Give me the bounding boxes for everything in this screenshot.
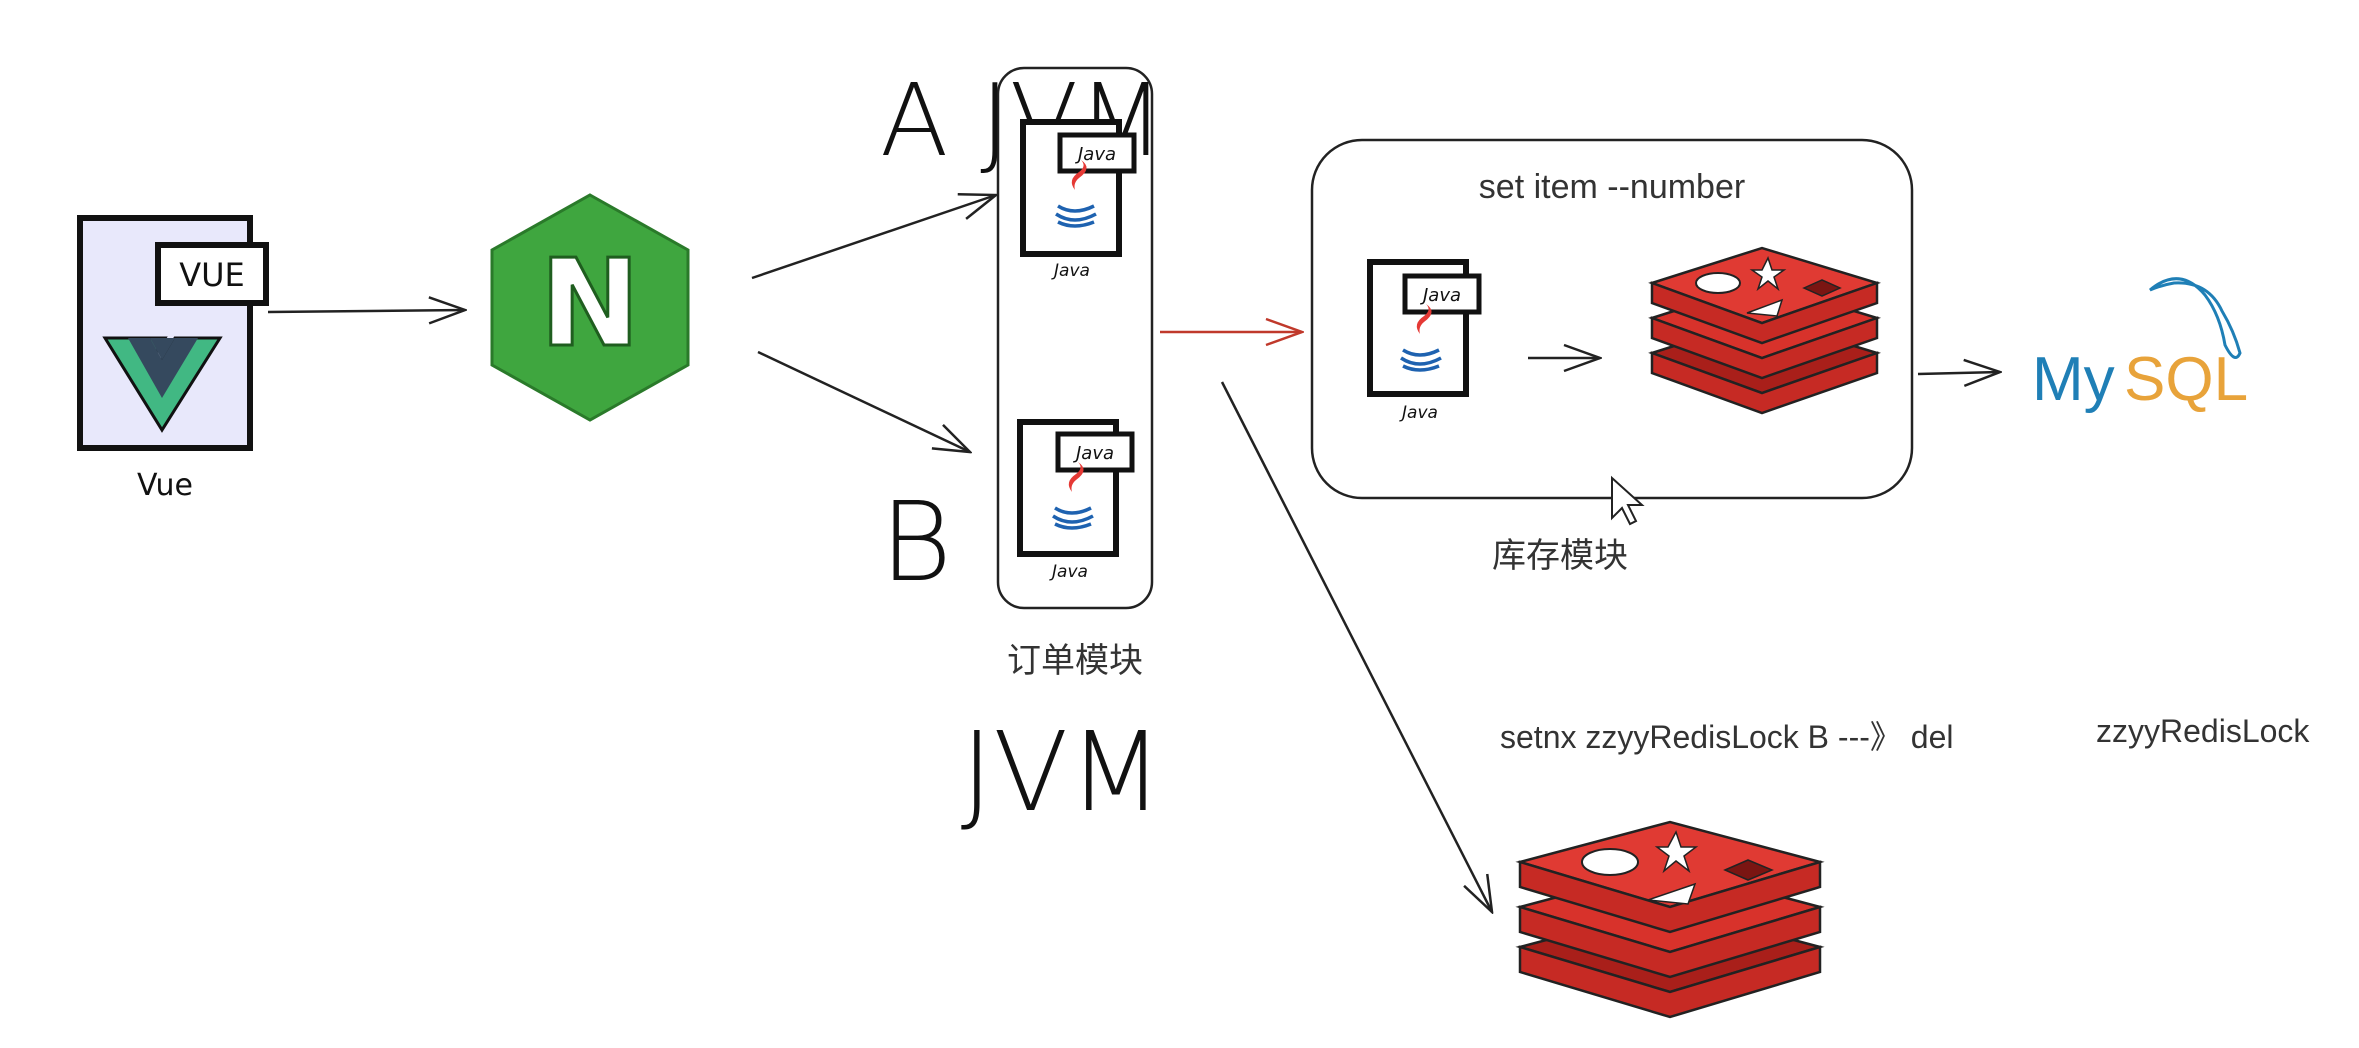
nginx-letter: N [540, 235, 640, 374]
mysql-my-text: My [2032, 345, 2115, 414]
java-badge-text-b: Java [1073, 443, 1114, 464]
inventory-module: set item --number Java Java 库存模块 [1310, 138, 1914, 575]
order-module: A JVM Java Java Java Java A B 订单模块 [880, 62, 1164, 836]
mouse-cursor-icon [1611, 475, 1645, 526]
java-caption-b: Java [1049, 562, 1088, 582]
arrow-redis-to-mysql [1917, 372, 2000, 374]
mysql-sql-text: SQL [2124, 345, 2248, 414]
java-badge-box-inventory [1402, 273, 1482, 315]
vue-badge-box [155, 242, 269, 306]
java-cup-icon-a [1055, 160, 1097, 228]
redis-icon [1648, 246, 1882, 415]
vue-logo-icon [102, 336, 223, 433]
java-badge-box-a [1057, 132, 1137, 174]
order-module-container [996, 66, 1154, 610]
java-badge-text-inventory: Java [1420, 285, 1461, 306]
mysql-logo: My SQL [2032, 277, 2248, 414]
redis-lock-command: setnx zzyyRedisLock B ---》 del [1500, 719, 1953, 755]
mysql-dolphin-icon [2149, 277, 2242, 359]
inventory-module-caption: 库存模块 [1492, 537, 1628, 575]
arrow-nginx-to-a [751, 195, 996, 280]
vue-badge-text: VUE [179, 256, 245, 294]
handwritten-jvm-label: JVM [961, 708, 1164, 836]
nginx-hexagon-icon [490, 193, 690, 422]
arrow-vue-to-nginx [267, 310, 465, 312]
vue-client: VUE Vue [77, 215, 269, 503]
java-cup-icon-b [1052, 462, 1094, 530]
java-caption-a: Java [1051, 261, 1090, 281]
order-module-caption: 订单模块 [1007, 642, 1143, 680]
java-caption-inventory: Java [1399, 403, 1438, 423]
nginx-node: N [490, 193, 690, 422]
java-service-a: Java Java [1020, 119, 1137, 281]
java-badge-box-b [1055, 431, 1135, 473]
java-service-inventory: Java Java [1367, 259, 1482, 423]
vue-caption: Vue [137, 468, 193, 503]
redis-lock-key: zzyyRedisLock [2096, 713, 2310, 749]
java-service-b: Java Java [1017, 419, 1135, 582]
arrow-nginx-to-b [757, 350, 970, 452]
java-badge-text-a: Java [1075, 144, 1116, 165]
inventory-command-text: set item --number [1479, 168, 1745, 206]
arrow-order-to-lock-redis [1220, 381, 1492, 912]
handwritten-b-label: B [880, 478, 952, 606]
redis-lock-icon [1515, 820, 1825, 1019]
java-cup-icon-inventory [1400, 304, 1442, 372]
